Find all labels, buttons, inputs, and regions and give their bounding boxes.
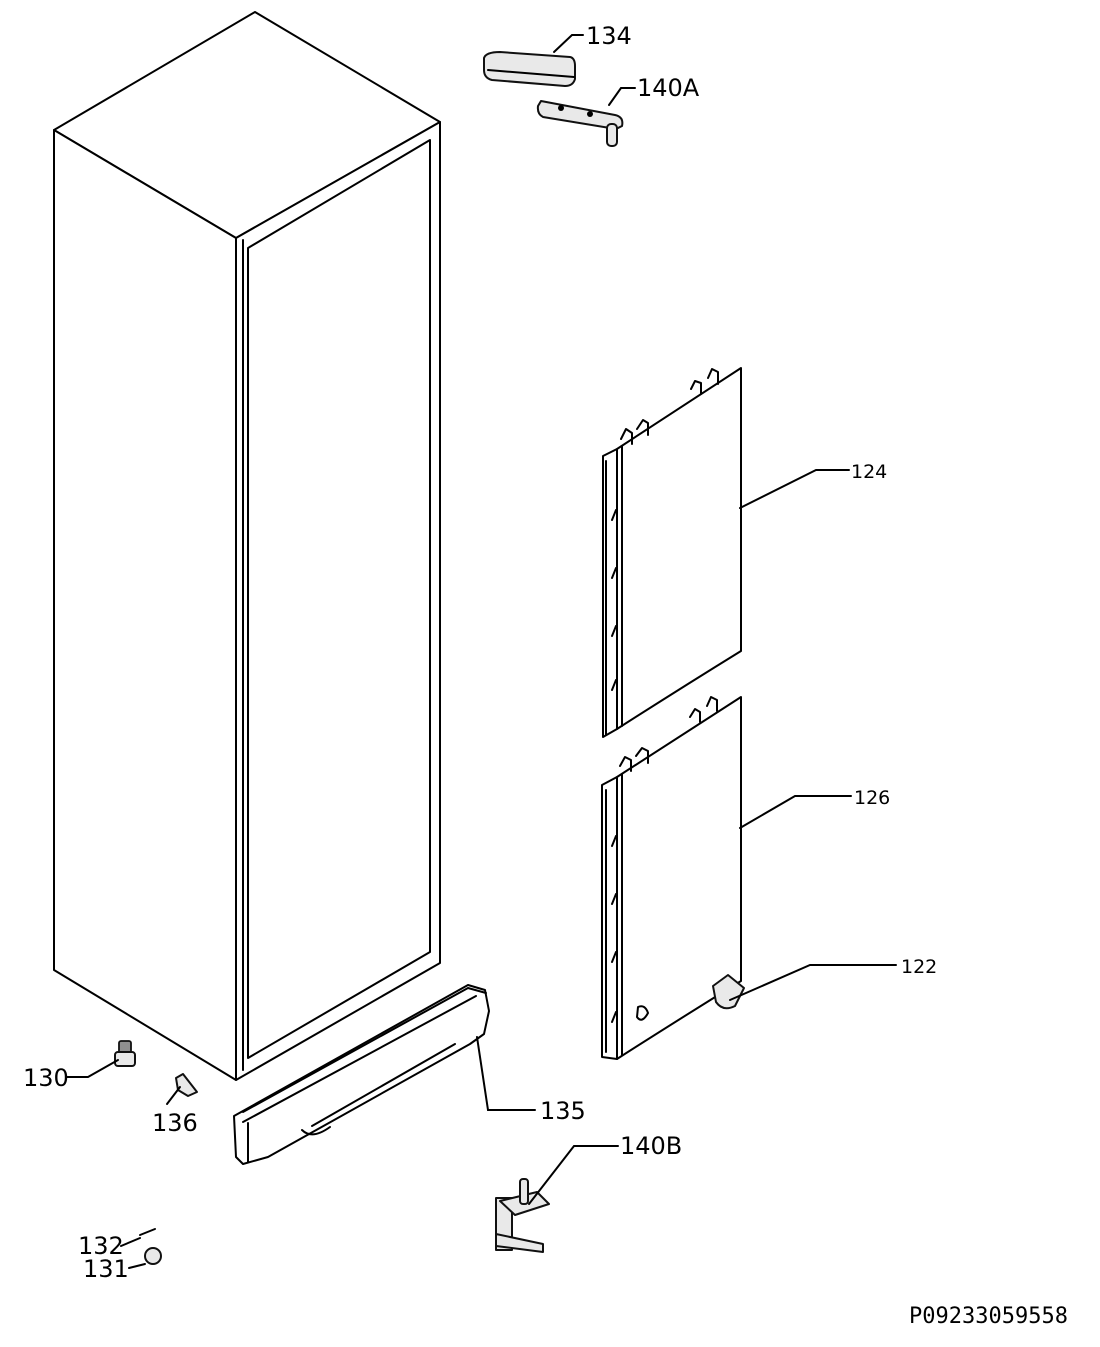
leader-122 xyxy=(729,964,897,1001)
leader-134 xyxy=(553,34,584,53)
lower-hinge-pin xyxy=(519,1178,529,1205)
label-140a: 140A xyxy=(637,74,700,102)
label-140b: 140B xyxy=(620,1132,682,1160)
leader-136 xyxy=(166,1086,181,1105)
leader-126 xyxy=(739,795,852,829)
lower-hinge-foot xyxy=(495,1233,544,1253)
leader-131 xyxy=(128,1263,146,1269)
top-hinge-hole xyxy=(558,105,564,111)
door-inner-frame xyxy=(247,139,431,1059)
top-hinge-hole-2 xyxy=(587,111,593,117)
leader-124 xyxy=(739,469,850,509)
button-122 xyxy=(712,974,745,1010)
label-132: 132 xyxy=(78,1232,124,1260)
top-cover-134 xyxy=(483,51,576,87)
upper-liner-clips xyxy=(620,368,719,445)
lower-liner-handle-mark xyxy=(636,1005,649,1021)
lower-hinge-part xyxy=(495,1178,550,1253)
spacer-136 xyxy=(175,1073,198,1097)
label-124: 124 xyxy=(851,461,887,483)
lower-liner-clips xyxy=(619,696,718,772)
cap-131 xyxy=(144,1247,162,1265)
leader-132 xyxy=(120,1237,141,1247)
label-131: 131 xyxy=(83,1255,129,1283)
adjustable-foot-base xyxy=(114,1051,136,1067)
top-hinge-pin xyxy=(606,123,618,147)
label-126: 126 xyxy=(854,787,890,809)
cabinet-side xyxy=(53,129,237,1081)
top-hinge-part xyxy=(536,100,624,147)
drawing-code: P09233059558 xyxy=(909,1304,1068,1329)
cabinet xyxy=(53,11,441,1081)
leader-135 xyxy=(476,1036,536,1111)
lower-liner-notches xyxy=(611,835,617,1023)
top-cover-edge xyxy=(487,69,575,78)
upper-liner-notches xyxy=(611,509,617,691)
cabinet-front xyxy=(235,121,441,1081)
plinth-contours xyxy=(242,987,487,1163)
upper-door-liner xyxy=(602,367,742,738)
leader-130 xyxy=(66,1059,119,1078)
label-130: 130 xyxy=(23,1064,69,1092)
leaders xyxy=(66,34,897,1269)
label-136: 136 xyxy=(152,1109,198,1137)
leader-140b xyxy=(528,1145,619,1205)
part-labels: 134 140A 124 126 122 130 136 135 140B 13… xyxy=(23,22,1068,1329)
leader-140a xyxy=(608,87,636,106)
lower-door-liner xyxy=(601,696,742,1060)
upper-liner-rails xyxy=(605,445,623,736)
lower-liner-panel xyxy=(601,696,742,1060)
top-cover-part xyxy=(483,51,576,87)
label-122: 122 xyxy=(901,956,937,978)
label-135: 135 xyxy=(540,1097,586,1125)
small-hardware xyxy=(114,974,745,1265)
pin-132 xyxy=(139,1228,156,1236)
label-134: 134 xyxy=(586,22,632,50)
upper-liner-panel xyxy=(602,367,742,738)
